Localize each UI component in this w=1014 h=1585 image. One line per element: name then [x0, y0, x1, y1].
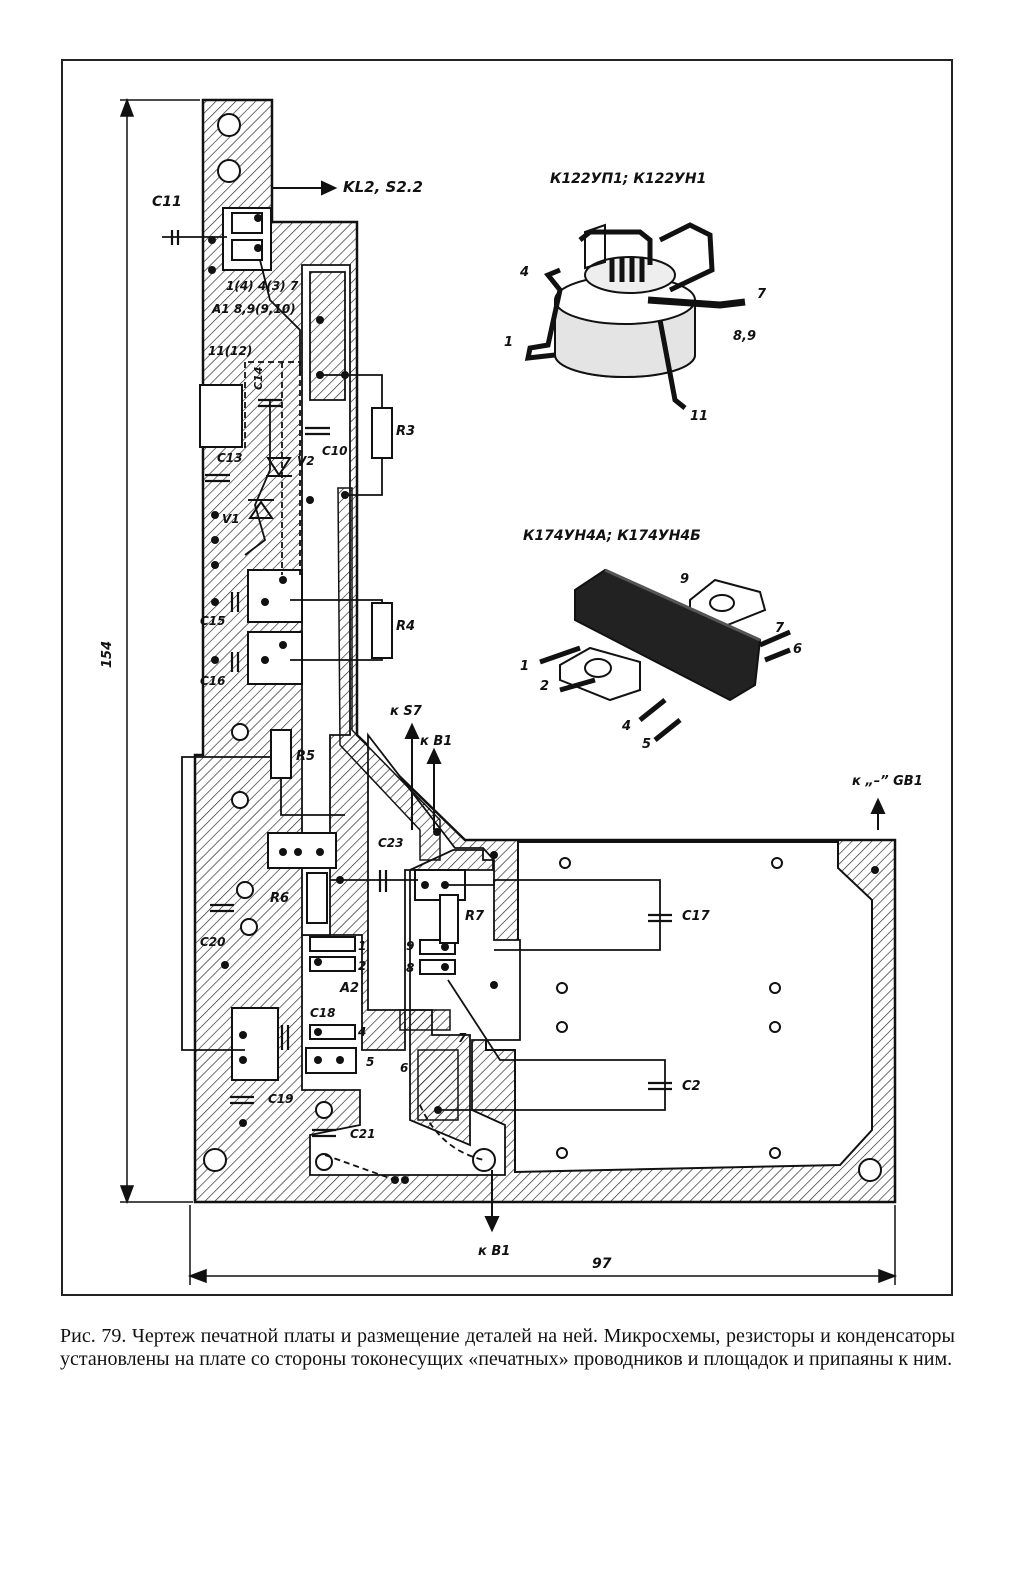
label-n8: 8 — [406, 961, 414, 975]
diodes — [248, 457, 292, 519]
label-pin-4-3: 4(3) — [257, 279, 286, 293]
dimension-154: 154 — [100, 641, 115, 668]
chip2-pin-2: 2 — [540, 679, 549, 694]
figure-caption: Рис. 79. Чертеж печатной платы и размеще… — [60, 1325, 955, 1370]
label-n5: 5 — [366, 1055, 374, 1069]
label-n2: 2 — [358, 959, 366, 973]
connection-arrows — [272, 180, 886, 1233]
label-v1: V1 — [222, 512, 240, 526]
label-r4: R4 — [396, 619, 415, 634]
label-k-gb1: к „–” GB1 — [852, 774, 923, 789]
pcb-labels: C11 KL2, S2.2 1(4) 4(3) 7 A1 8,9(9,10) 1… — [100, 171, 923, 1272]
figure-frame — [61, 59, 953, 1296]
dimension-97: 97 — [592, 1256, 612, 1272]
trace-long — [337, 487, 441, 861]
label-a1: A1 8,9(9,10) — [211, 302, 296, 316]
label-c15: C15 — [200, 614, 226, 628]
label-c14: C14 — [252, 367, 265, 390]
label-kl2-s22: KL2, S2.2 — [343, 178, 423, 196]
label-n9: 9 — [406, 939, 414, 953]
cleared-area-large — [485, 841, 873, 1174]
label-pin-7-top: 7 — [290, 279, 299, 293]
label-c18: C18 — [310, 1006, 336, 1020]
label-n4: 4 — [357, 1025, 366, 1039]
chip2-pin-6: 6 — [793, 642, 802, 657]
label-k-b1-down: к B1 — [478, 1244, 510, 1259]
chip2-pin-4: 4 — [621, 719, 631, 734]
label-c13: C13 — [217, 451, 243, 465]
label-k-b1-up: к B1 — [420, 734, 452, 749]
label-r7: R7 — [465, 909, 485, 924]
label-v2: V2 — [297, 454, 315, 468]
label-c19: C19 — [268, 1092, 294, 1106]
chip1-pin-1: 1 — [504, 335, 513, 350]
label-n6: 6 — [400, 1061, 408, 1075]
resistors — [270, 407, 459, 944]
label-n7: 7 — [458, 1031, 467, 1045]
trace-r3 — [309, 271, 346, 401]
label-k-s7: к S7 — [390, 704, 423, 719]
cleared-area-holes — [556, 857, 783, 1159]
chip1-pin-7: 7 — [757, 287, 767, 302]
label-n1: 1 — [358, 939, 366, 953]
chip2-title: К174УН4А; К174УН4Б — [523, 528, 701, 544]
capacitors — [170, 230, 672, 1138]
label-r5: R5 — [296, 749, 315, 764]
chip1-pin-11: 11 — [690, 409, 708, 424]
chip2-pin-7: 7 — [775, 621, 785, 636]
label-r3: R3 — [396, 424, 415, 439]
chip2-illustration — [539, 568, 791, 742]
label-c10: C10 — [322, 444, 348, 458]
label-pin-11-12: 11(12) — [208, 344, 252, 358]
chip1-pin-89: 8,9 — [733, 329, 756, 344]
solder-points — [208, 214, 879, 1184]
pad-a2-7 — [399, 1009, 451, 1031]
chip2-pin-1: 1 — [520, 659, 529, 674]
label-c16: C16 — [200, 674, 226, 688]
label-r6: R6 — [270, 891, 289, 906]
label-pin-1-4: 1(4) — [226, 279, 254, 293]
label-c21: C21 — [350, 1127, 376, 1141]
chip1-illustration — [524, 222, 746, 410]
chip1-pin-4: 4 — [519, 265, 529, 280]
label-c23: C23 — [378, 836, 404, 850]
dashed-leads — [244, 361, 485, 1181]
component-wires — [162, 236, 666, 1111]
label-c11: C11 — [152, 194, 182, 210]
component-outlines — [199, 207, 466, 1081]
chip1-title: К122УП1; К122УН1 — [550, 171, 706, 187]
label-c20: C20 — [200, 935, 226, 949]
chip2-pin-5: 5 — [642, 737, 651, 752]
chip2-pin-9: 9 — [680, 572, 689, 587]
dimension-lines — [119, 97, 898, 1285]
label-a2: A2 — [339, 981, 359, 996]
label-c17: C17 — [682, 909, 711, 924]
mounting-holes — [203, 113, 882, 1182]
label-c2: C2 — [682, 1079, 701, 1094]
